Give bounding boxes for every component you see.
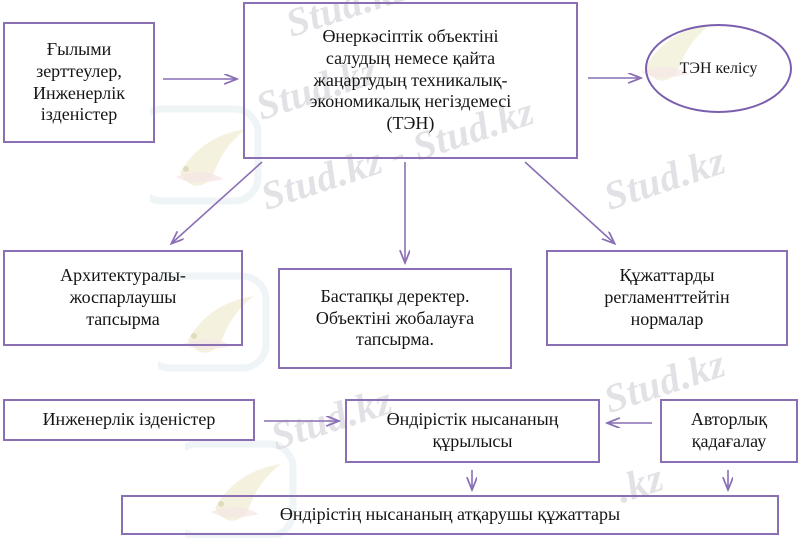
node-construction-of-object[interactable]: Өндірістік нысананың құрылысы — [345, 399, 600, 463]
node-regulating-norms[interactable]: Құжаттарды регламенттейтін нормалар — [546, 250, 788, 346]
node-label-executive-documents: Өндірістің нысананың атқарушы құжаттары — [279, 504, 621, 525]
node-feasibility-study[interactable]: Өнеркәсіптік объектіні салудың немесе қа… — [243, 2, 578, 159]
node-feasibility-approval[interactable]: ТЭН келісу — [645, 24, 792, 113]
node-label-regulating-norms: Құжаттарды регламенттейтін нормалар — [604, 265, 730, 329]
node-label-research: Ғылыми зерттеулер, Инженерлік ізденістер — [33, 38, 125, 125]
node-initial-data-task[interactable]: Бастапқы деректер. Объектіні жобалауға т… — [278, 268, 512, 369]
node-label-feasibility-study: Өнеркәсіптік объектіні салудың немесе қа… — [309, 25, 512, 134]
node-label-initial-data-task: Бастапқы деректер. Объектіні жобалауға т… — [315, 285, 475, 350]
node-research[interactable]: Ғылыми зерттеулер, Инженерлік ізденістер — [3, 22, 155, 143]
node-architectural-task[interactable]: Архитектуралы- жоспарлаушы тапсырма — [3, 250, 243, 346]
node-label-author-supervision: Авторлық қадағалау — [690, 409, 768, 451]
arrow-feasibility-to-architectural-task — [172, 161, 263, 243]
watermark-text: Stud.kz — [598, 137, 731, 219]
node-label-architectural-task: Архитектуралы- жоспарлаушы тапсырма — [60, 265, 186, 329]
node-label-construction-of-object: Өндірістік нысананың құрылысы — [386, 409, 559, 451]
arrow-feasibility-to-norms — [524, 161, 614, 243]
node-label-engineering-surveys: Инженерлік ізденістер — [42, 409, 216, 430]
node-executive-documents[interactable]: Өндірістің нысананың атқарушы құжаттары — [121, 495, 779, 535]
node-label-feasibility-approval: ТЭН келісу — [679, 59, 758, 77]
node-author-supervision[interactable]: Авторлық қадағалау — [660, 399, 798, 463]
node-engineering-surveys[interactable]: Инженерлік ізденістер — [3, 399, 255, 441]
